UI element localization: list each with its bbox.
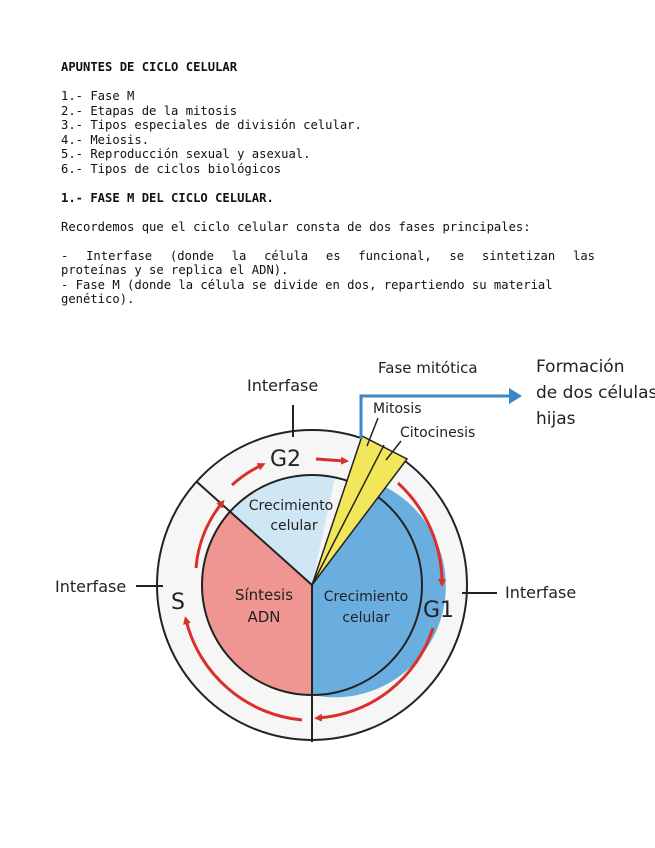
formacion-line3: hijas	[536, 409, 576, 429]
pointer-mitosis	[366, 417, 379, 447]
g1-label: G1	[423, 598, 454, 623]
mitosis-divider	[311, 444, 385, 586]
document-body: APUNTES DE CICLO CELULAR 1.- Fase M 2.- …	[61, 60, 595, 307]
interfase-left-label: Interfase	[55, 577, 126, 596]
index-item: 3.- Tipos especiales de división celular…	[61, 118, 362, 132]
fase-mitotica-arrowhead	[509, 388, 522, 404]
fase-mitotica-pointer	[359, 394, 510, 439]
formacion-line1: Formación	[536, 357, 625, 377]
index-item: 6.- Tipos de ciclos biológicos	[61, 161, 282, 176]
s-label: S	[171, 590, 185, 615]
g2-label: G2	[270, 447, 301, 472]
interfase-right-label: Interfase	[505, 583, 576, 602]
sintesis-line1: Síntesis	[235, 586, 293, 604]
arrow-g2-to-m	[315, 456, 349, 465]
interfase-top-label: Interfase	[247, 376, 318, 395]
document-title: APUNTES DE CICLO CELULAR	[61, 60, 238, 74]
citocinesis-label: Citocinesis	[400, 425, 475, 441]
index-item: 2.- Etapas de la mitosis	[61, 103, 238, 118]
index-item: 4.- Meiosis.	[61, 132, 150, 147]
arrow-bottom-to-s	[183, 616, 303, 722]
crecimiento-right-line2: celular	[342, 610, 390, 626]
pointer-citocinesis	[385, 440, 402, 461]
index-item: 5.- Reproducción sexual y asexual.	[61, 147, 311, 161]
cell-cycle-diagram: G2 G1 S Crecimiento celular Síntesis ADN…	[55, 357, 655, 742]
mitosis-label: Mitosis	[373, 401, 422, 417]
crecimiento-top-line2: celular	[270, 518, 318, 534]
divider-left	[196, 481, 313, 586]
fase-mitotica-label: Fase mitótica	[378, 359, 478, 377]
section-heading: 1.- FASE M DEL CICLO CELULAR.	[61, 190, 274, 205]
m-phase-wedge	[311, 434, 409, 586]
bullet-fase-m-line2: genético).	[61, 292, 135, 306]
crecimiento-right-line1: Crecimiento	[324, 589, 409, 605]
bullet-fase-m-line1: - Fase M (donde la célula se divide en d…	[61, 277, 553, 292]
arrow-s-to-g2	[194, 499, 225, 569]
formacion-line2: de dos células	[536, 383, 655, 403]
arrow-g2-segment	[230, 463, 266, 487]
arrow-g1-to-bottom	[314, 627, 435, 722]
bullet-interfase-line2: proteínas y se replica el ADN).	[61, 263, 289, 277]
intro-paragraph: Recordemos que el ciclo celular consta d…	[61, 219, 531, 234]
g2-sector	[230, 474, 335, 585]
s-sector	[202, 512, 312, 695]
sintesis-line2: ADN	[247, 608, 280, 626]
bullet-interfase-line1: - Interfase (donde la célula es funciona…	[61, 248, 595, 263]
crecimiento-top-line1: Crecimiento	[249, 498, 334, 514]
index-item: 1.- Fase M	[61, 89, 135, 103]
arrow-m-to-g1	[396, 481, 446, 587]
